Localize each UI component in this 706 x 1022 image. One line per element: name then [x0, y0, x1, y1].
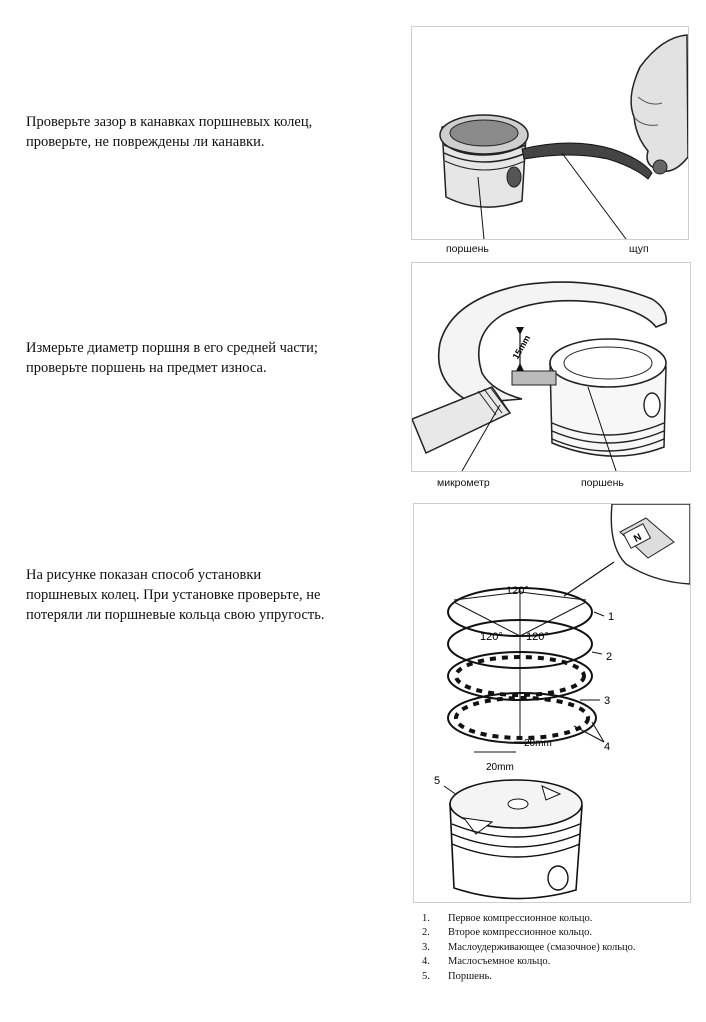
angle-left-label: 120° — [480, 631, 503, 643]
callout-2: 2 — [606, 651, 612, 663]
ring-legend: 1.Первое компрессионное кольцо. 2.Второе… — [422, 912, 636, 984]
callout-5: 5 — [434, 775, 440, 787]
angle-top-label: 120° — [506, 585, 529, 597]
dim-outer-label: 20mm — [486, 762, 514, 773]
piston-label: поршень — [446, 243, 489, 255]
callout-1: 1 — [608, 611, 614, 623]
ring-install-text: На рисунке показан способ установки порш… — [26, 567, 325, 623]
callout-4: 4 — [604, 741, 610, 753]
ring-installation-figure: N 120° 120° 120° 20mm 20mm 1 2 3 — [413, 503, 691, 903]
micrometer-illustration: 15mm — [412, 281, 668, 471]
legend-item: 2.Второе компрессионное кольцо. — [422, 927, 592, 939]
ring-marker-label: N — [632, 532, 644, 545]
micrometer-figure: 15mm — [411, 262, 691, 472]
legend-item: 3.Маслоудерживающее (смазочное) кольцо. — [422, 941, 636, 953]
feeler-gauge-illustration — [439, 34, 688, 239]
feeler-gauge-figure — [411, 26, 689, 240]
micrometer-label: микрометр — [437, 477, 490, 489]
angle-right-label: 120° — [526, 631, 549, 643]
callout-3: 3 — [604, 695, 610, 707]
legend-item: 4.Маслосъемное кольцо. — [422, 956, 551, 968]
legend-item: 5.Поршень. — [422, 970, 492, 982]
ring-groove-check-text: Проверьте зазор в канавках поршневых кол… — [26, 114, 313, 150]
legend-item: 1.Первое компрессионное кольцо. — [422, 913, 593, 924]
ring-installation-illustration: N 120° 120° 120° 20mm 20mm 1 2 3 — [434, 504, 690, 900]
feeler-gauge-label: щуп — [629, 243, 649, 255]
dimension-label: 15mm — [511, 333, 533, 361]
piston-diameter-text: Измерьте диаметр поршня в его средней ча… — [26, 340, 318, 376]
dim-inner-label: 20mm — [524, 738, 552, 749]
piston-label-2: поршень — [581, 477, 624, 489]
